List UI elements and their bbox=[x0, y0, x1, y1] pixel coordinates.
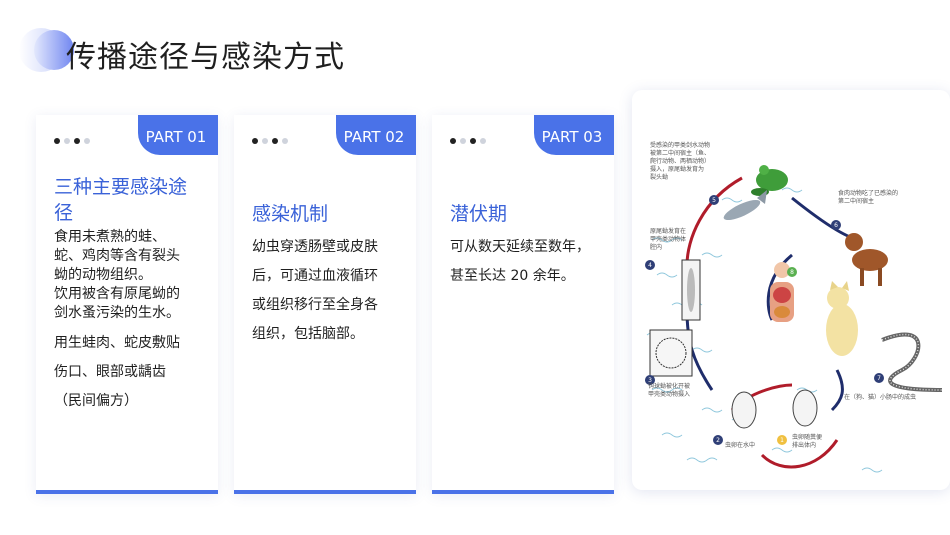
marker-7: 7 bbox=[877, 375, 881, 382]
marker-5: 5 bbox=[712, 197, 716, 204]
card-body: 可从数天延续至数年， 甚至长达 20 余年。 bbox=[450, 239, 590, 284]
coracidium-icon bbox=[655, 337, 687, 369]
copepod-icon bbox=[687, 268, 695, 312]
cat-icon bbox=[826, 281, 858, 356]
annotation-step-1: 虫卵随粪便 排出体内 bbox=[792, 434, 823, 449]
annotation-step-2: 虫卵在水中 bbox=[725, 442, 756, 449]
annotation-step-6: 食肉动物吃了已感染的 第二中间宿主 bbox=[838, 190, 899, 205]
arrow-1-to-2 bbox=[760, 439, 839, 469]
egg-icon bbox=[792, 389, 818, 427]
annotation-step-4: 原尾蚴发育在 甲壳类动物体 腔内 bbox=[650, 228, 687, 251]
arrow-5-to-4 bbox=[685, 176, 743, 266]
card-tab: PART 02 bbox=[336, 115, 416, 155]
adult-worm-icon bbox=[881, 332, 943, 392]
card-part-03: PART 03 潜伏期 可从数天延续至数年， 甚至长达 20 余年。 bbox=[432, 115, 614, 494]
life-cycle-illustration: 5 4 6 8 3 7 2 1 bbox=[645, 165, 943, 473]
marker-3: 3 bbox=[648, 377, 652, 384]
card-part-01: PART 01 三种主要感染途 径 食用未煮熟的蛙、 蛇、鸡肉等含有裂头 蚴的动… bbox=[36, 115, 218, 494]
fish-icon bbox=[723, 190, 767, 221]
card-dots bbox=[54, 138, 90, 144]
card-tab: PART 01 bbox=[138, 115, 218, 155]
annotation-step-7: 在（狗、猫）小肠中的成虫 bbox=[844, 394, 917, 401]
arrow-cat-to-7 bbox=[830, 369, 844, 412]
marker-1: 1 bbox=[780, 437, 784, 444]
life-cycle-diagram: 5 4 6 8 3 7 2 1 受感染的甲类剑水动物 被第二中间宿主（鱼、 爬行… bbox=[632, 90, 950, 490]
card-body-a: 食用未煮熟的蛙、 蛇、鸡肉等含有裂头 蚴的动物组织。 饮用被含有原尾蚴的 剑水蚤… bbox=[54, 229, 180, 321]
card-tab: PART 03 bbox=[534, 115, 614, 155]
frog-icon bbox=[751, 165, 788, 196]
card-title: 感染机制 bbox=[252, 203, 329, 225]
egg-icon bbox=[731, 391, 757, 429]
marker-4: 4 bbox=[648, 262, 652, 269]
card-dots bbox=[450, 138, 486, 144]
marker-2: 2 bbox=[716, 437, 720, 444]
marker-8: 8 bbox=[790, 269, 794, 276]
card-title: 三种主要感染途 径 bbox=[54, 176, 188, 224]
card-dots bbox=[252, 138, 288, 144]
human-organs-icon bbox=[770, 262, 794, 322]
title-decoration-circles bbox=[19, 28, 74, 72]
card-part-02: PART 02 感染机制 幼虫穿透肠壁或皮肤 后，可通过血液循环 或组织移行至全… bbox=[234, 115, 416, 494]
dog-icon bbox=[845, 233, 888, 286]
marker-6: 6 bbox=[834, 222, 838, 229]
card-body: 幼虫穿透肠壁或皮肤 后，可通过血液循环 或组织移行至全身各 组织，包括脑部。 bbox=[252, 239, 378, 342]
card-body-b: 用生蛙肉、蛇皮敷贴 伤口、眼部或龋齿 （民间偏方） bbox=[54, 335, 180, 409]
annotation-step-3: 钩球蚴被化开被 甲壳类动物摄入 bbox=[648, 383, 691, 398]
card-title: 潜伏期 bbox=[450, 203, 508, 225]
page-title: 传播途径与感染方式 bbox=[66, 40, 345, 75]
annotation-step-5: 受感染的甲类剑水动物 被第二中间宿主（鱼、 爬行动物、两栖动物） 摄入，原尾蚴发… bbox=[650, 142, 711, 181]
